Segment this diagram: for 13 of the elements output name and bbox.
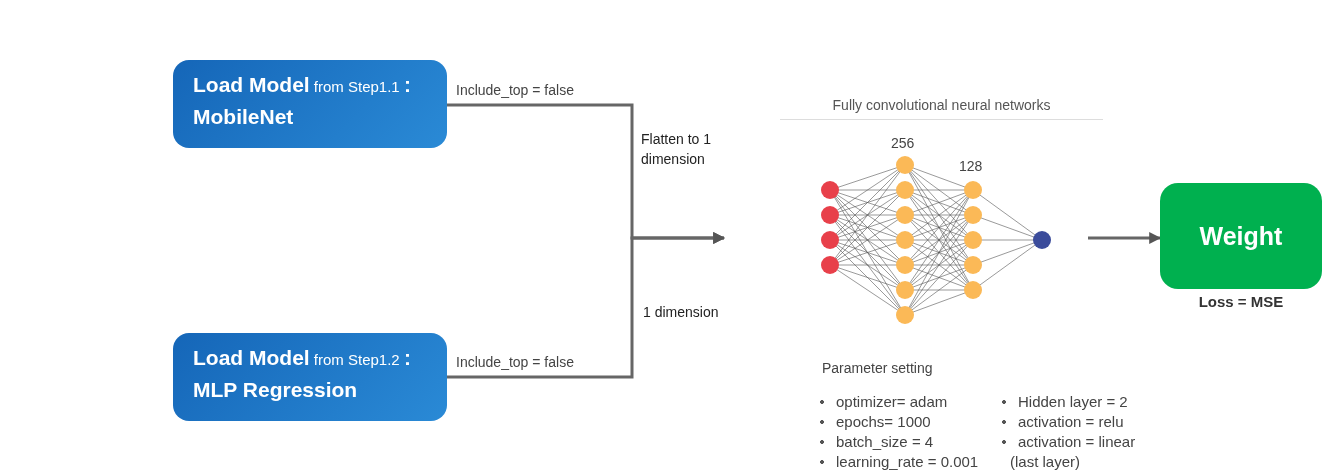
process-box: Load Model from Step1.1 : MobileNet bbox=[173, 60, 447, 148]
arrow bbox=[447, 232, 726, 379]
section-heading: Parameter setting bbox=[822, 359, 933, 378]
arrow bbox=[1088, 232, 1162, 244]
loss-caption: Loss = MSE bbox=[1197, 292, 1285, 312]
output-box: Weight bbox=[1160, 183, 1322, 289]
network-heading: Fully convolutional neural networks bbox=[780, 95, 1103, 120]
process-box: Load Model from Step1.2 : MLP Regression bbox=[173, 333, 447, 421]
layer-size-label: 256 bbox=[891, 134, 915, 153]
annotation-text: (last layer) bbox=[1010, 452, 1080, 472]
annotation-text: 1 dimension bbox=[643, 303, 719, 322]
annotation-text: Flatten to 1 dimension bbox=[641, 130, 713, 169]
layer-size-label: 128 bbox=[959, 157, 983, 176]
